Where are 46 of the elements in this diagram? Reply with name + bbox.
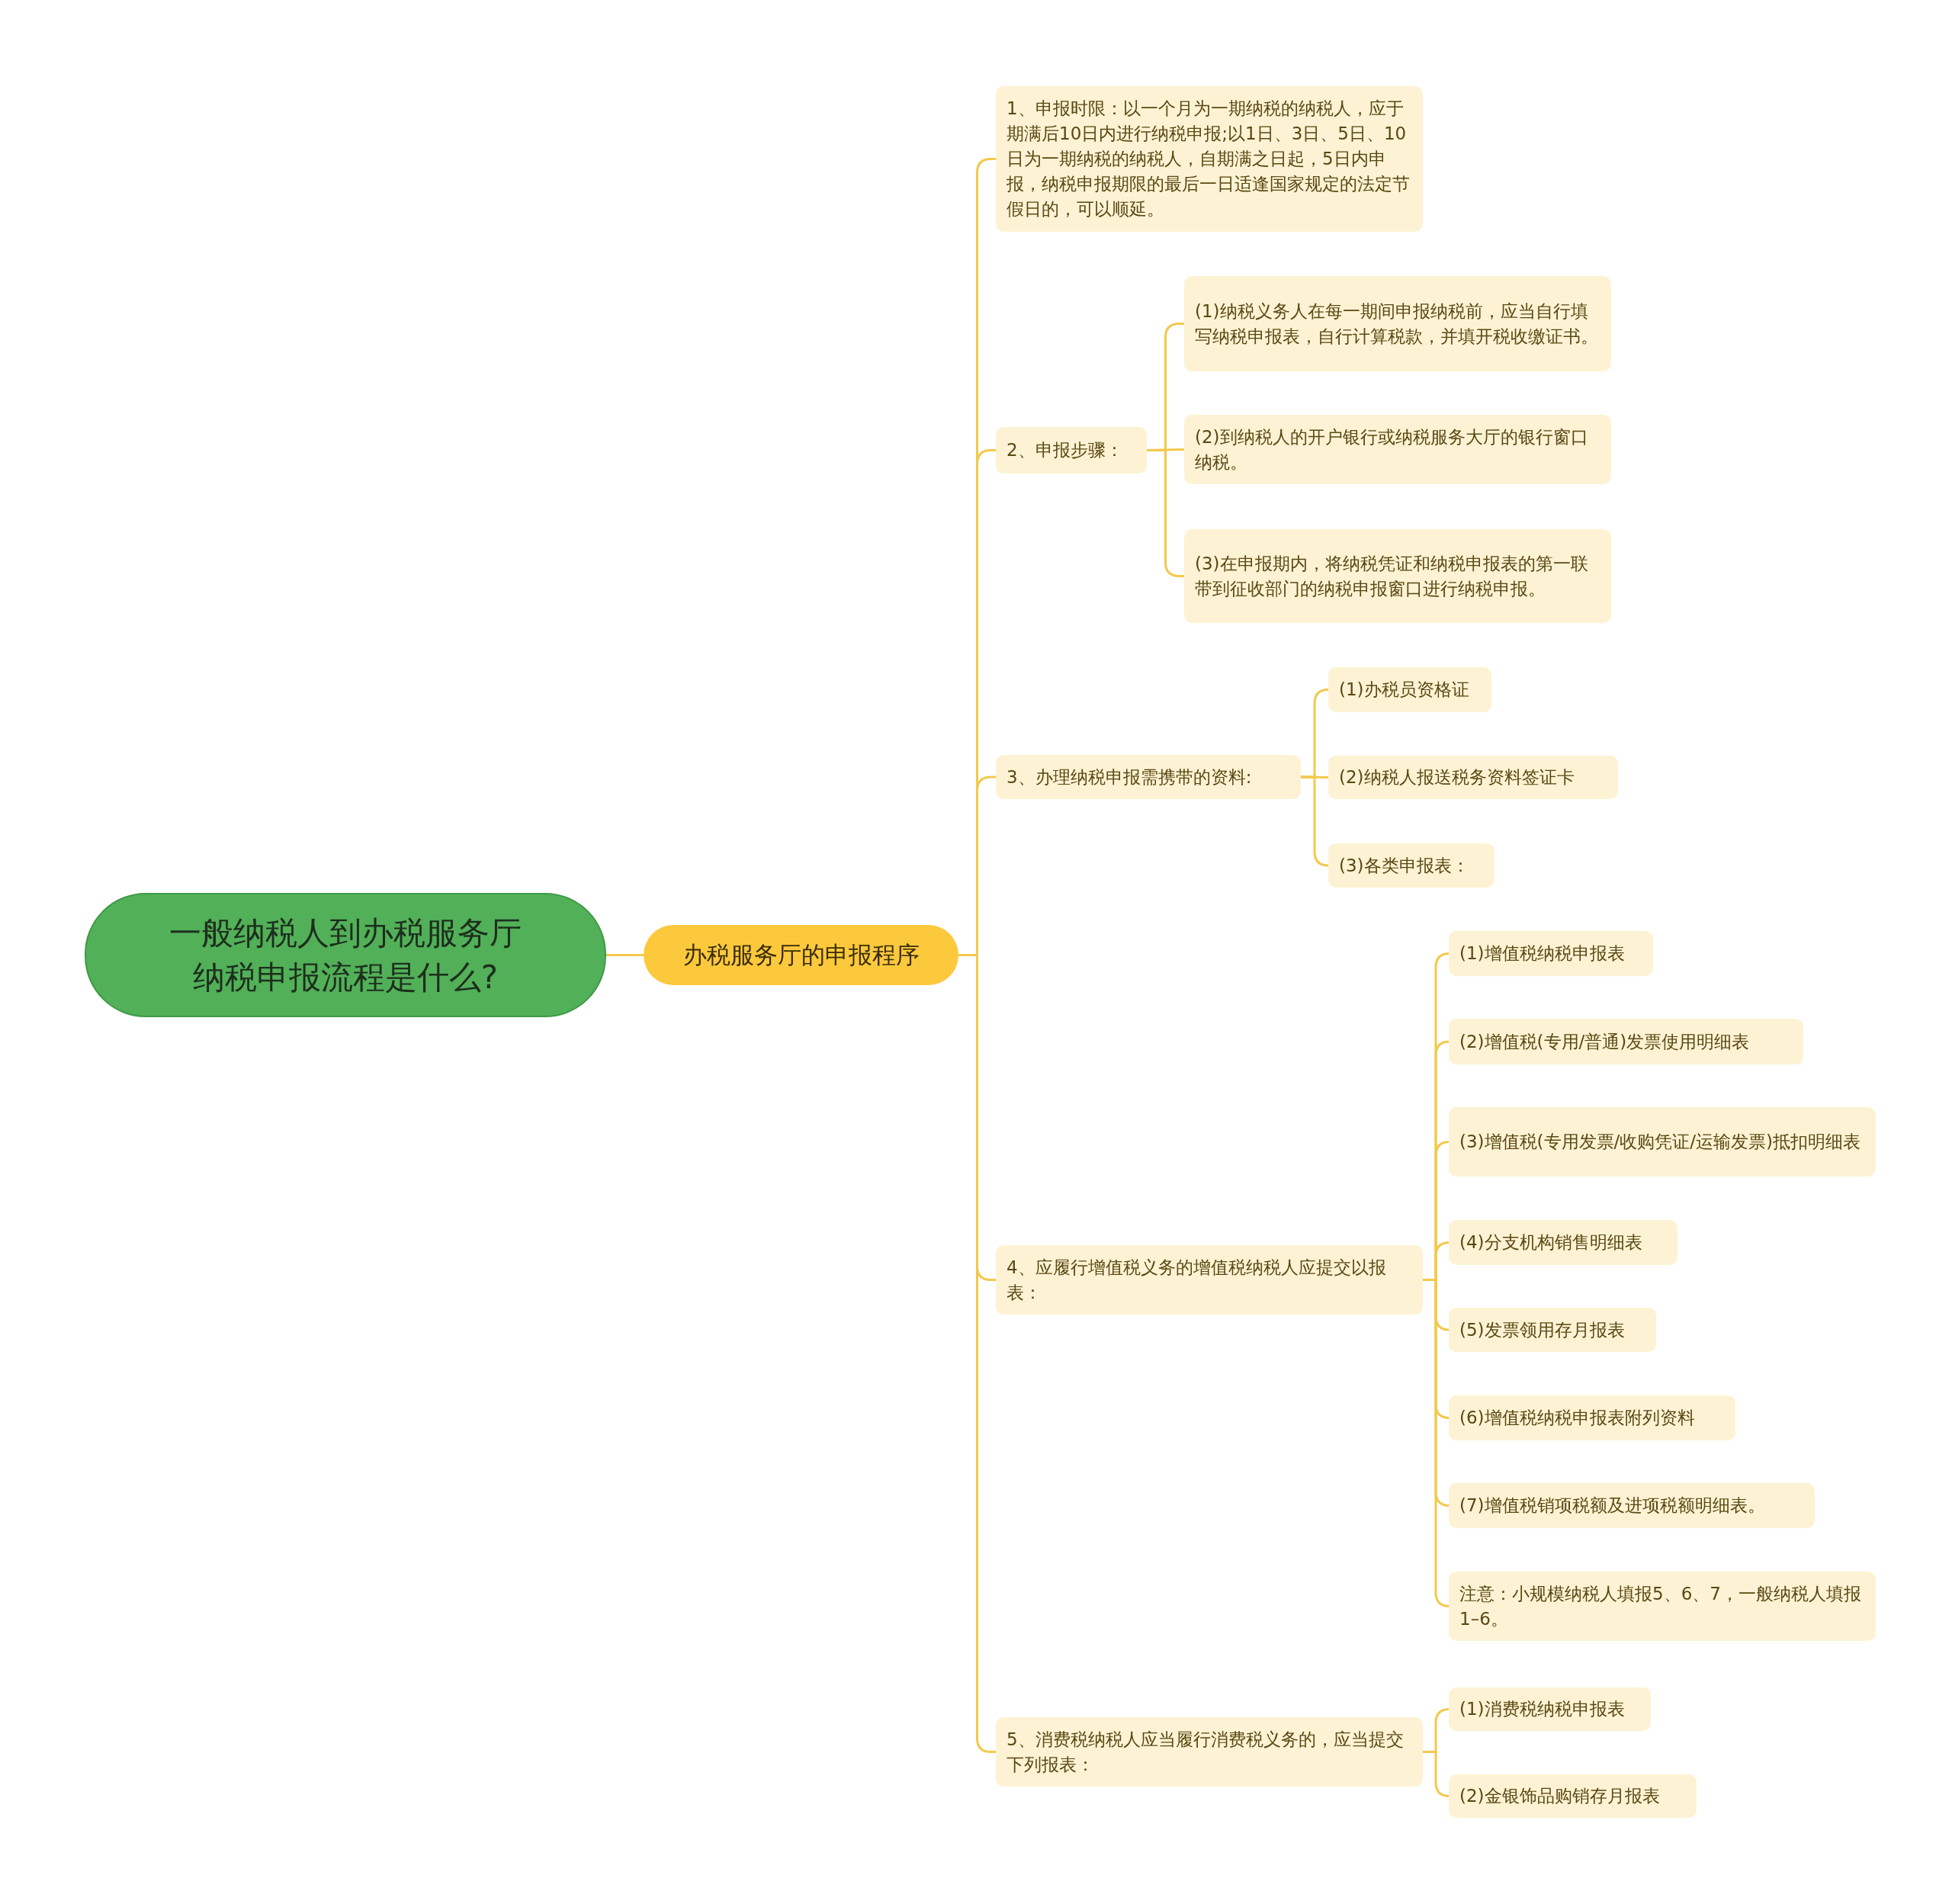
connector-line [1301,775,1330,867]
node-text: 3、办理纳税申报需携带的资料: [1006,766,1252,788]
connector-line [606,954,644,956]
node-text: (3)增值税(专用发票/收购凭证/运输发票)抵扣明细表 [1459,1131,1861,1153]
node-text: (4)分支机构销售明细表 [1459,1231,1642,1254]
topic-card [1449,1220,1678,1265]
node-text: (3)各类申报表： [1339,854,1469,877]
topic-card [996,86,1423,232]
topic-card [996,427,1147,474]
node-text: 2、申报步骤： [1006,439,1123,461]
node-text: 一般纳税人到办税服务厅纳税申报流程是什么? [169,913,522,997]
topic-card [1449,1107,1876,1177]
node-text: (1)消费税纳税申报表 [1459,1698,1625,1720]
node-text: (6)增值税纳税申报表附列资料 [1459,1407,1695,1429]
topic-card [1184,276,1611,371]
node-text: 4、应履行增值税义务的增值税纳税人应提交以报表： [1006,1256,1387,1304]
topic-card [1449,931,1653,976]
node-text: (2)金银饰品购销存月报表 [1459,1785,1660,1807]
node-text: (1)增值税纳税申报表 [1459,942,1625,965]
node-text: (5)发票领用存月报表 [1459,1318,1625,1341]
topic-card [1449,1774,1697,1818]
topic-card [1328,843,1494,888]
node-text: (7)增值税销项税额及进项税额明细表。 [1459,1495,1765,1517]
topic-card [996,755,1301,799]
node-text: (1)办税员资格证 [1339,679,1469,701]
node-text: 1、申报时限：以一个月为一期纳税的纳税人，应于期满后10日内进行纳税申报;以1日、3日、5日、10日为一期纳税的纳税人，自期满之日起，5日内申报，纳税申报期限的最后一日适逢国家规定的法定节假日的，可以顺延。 [1006,98,1411,220]
node-text: (1)纳税义务人在每一期间申报纳税前，应当自行填写纳税申报表，自行计算税款，并填开税收缴证书。 [1195,300,1599,348]
topic-card [1449,1572,1876,1641]
topic-card [996,1245,1423,1315]
node-text: 办税服务厅的申报程序 [682,939,920,970]
node-text: 注意：小规模纳税人填报5、6、7，一般纳税人填报1–6。 [1459,1582,1862,1630]
topic-card [996,1717,1423,1787]
topic-card [1449,1483,1815,1528]
node-text: (2)增值税(专用/普通)发票使用明细表 [1459,1030,1750,1053]
node-text: 5、消费税纳税人应当履行消费税义务的，应当提交下列报表： [1006,1728,1405,1776]
topic-card [1449,1308,1656,1352]
topic-card [1449,1395,1735,1440]
topic-card [1184,415,1611,484]
node-text: (2)到纳税人的开户银行或纳税服务大厅的银行窗口纳税。 [1195,425,1589,474]
topic-card [1449,1019,1803,1064]
topic-card [1184,529,1611,623]
node-text: (2)纳税人报送税务资料签证卡 [1339,766,1575,788]
topic-card [1328,667,1491,712]
topic-card [1328,756,1618,799]
node-text: (3)在申报期内，将纳税凭证和纳税申报表的第一联带到征收部门的纳税申报窗口进行纳税申报。 [1195,552,1589,600]
topic-card [1449,1687,1651,1731]
